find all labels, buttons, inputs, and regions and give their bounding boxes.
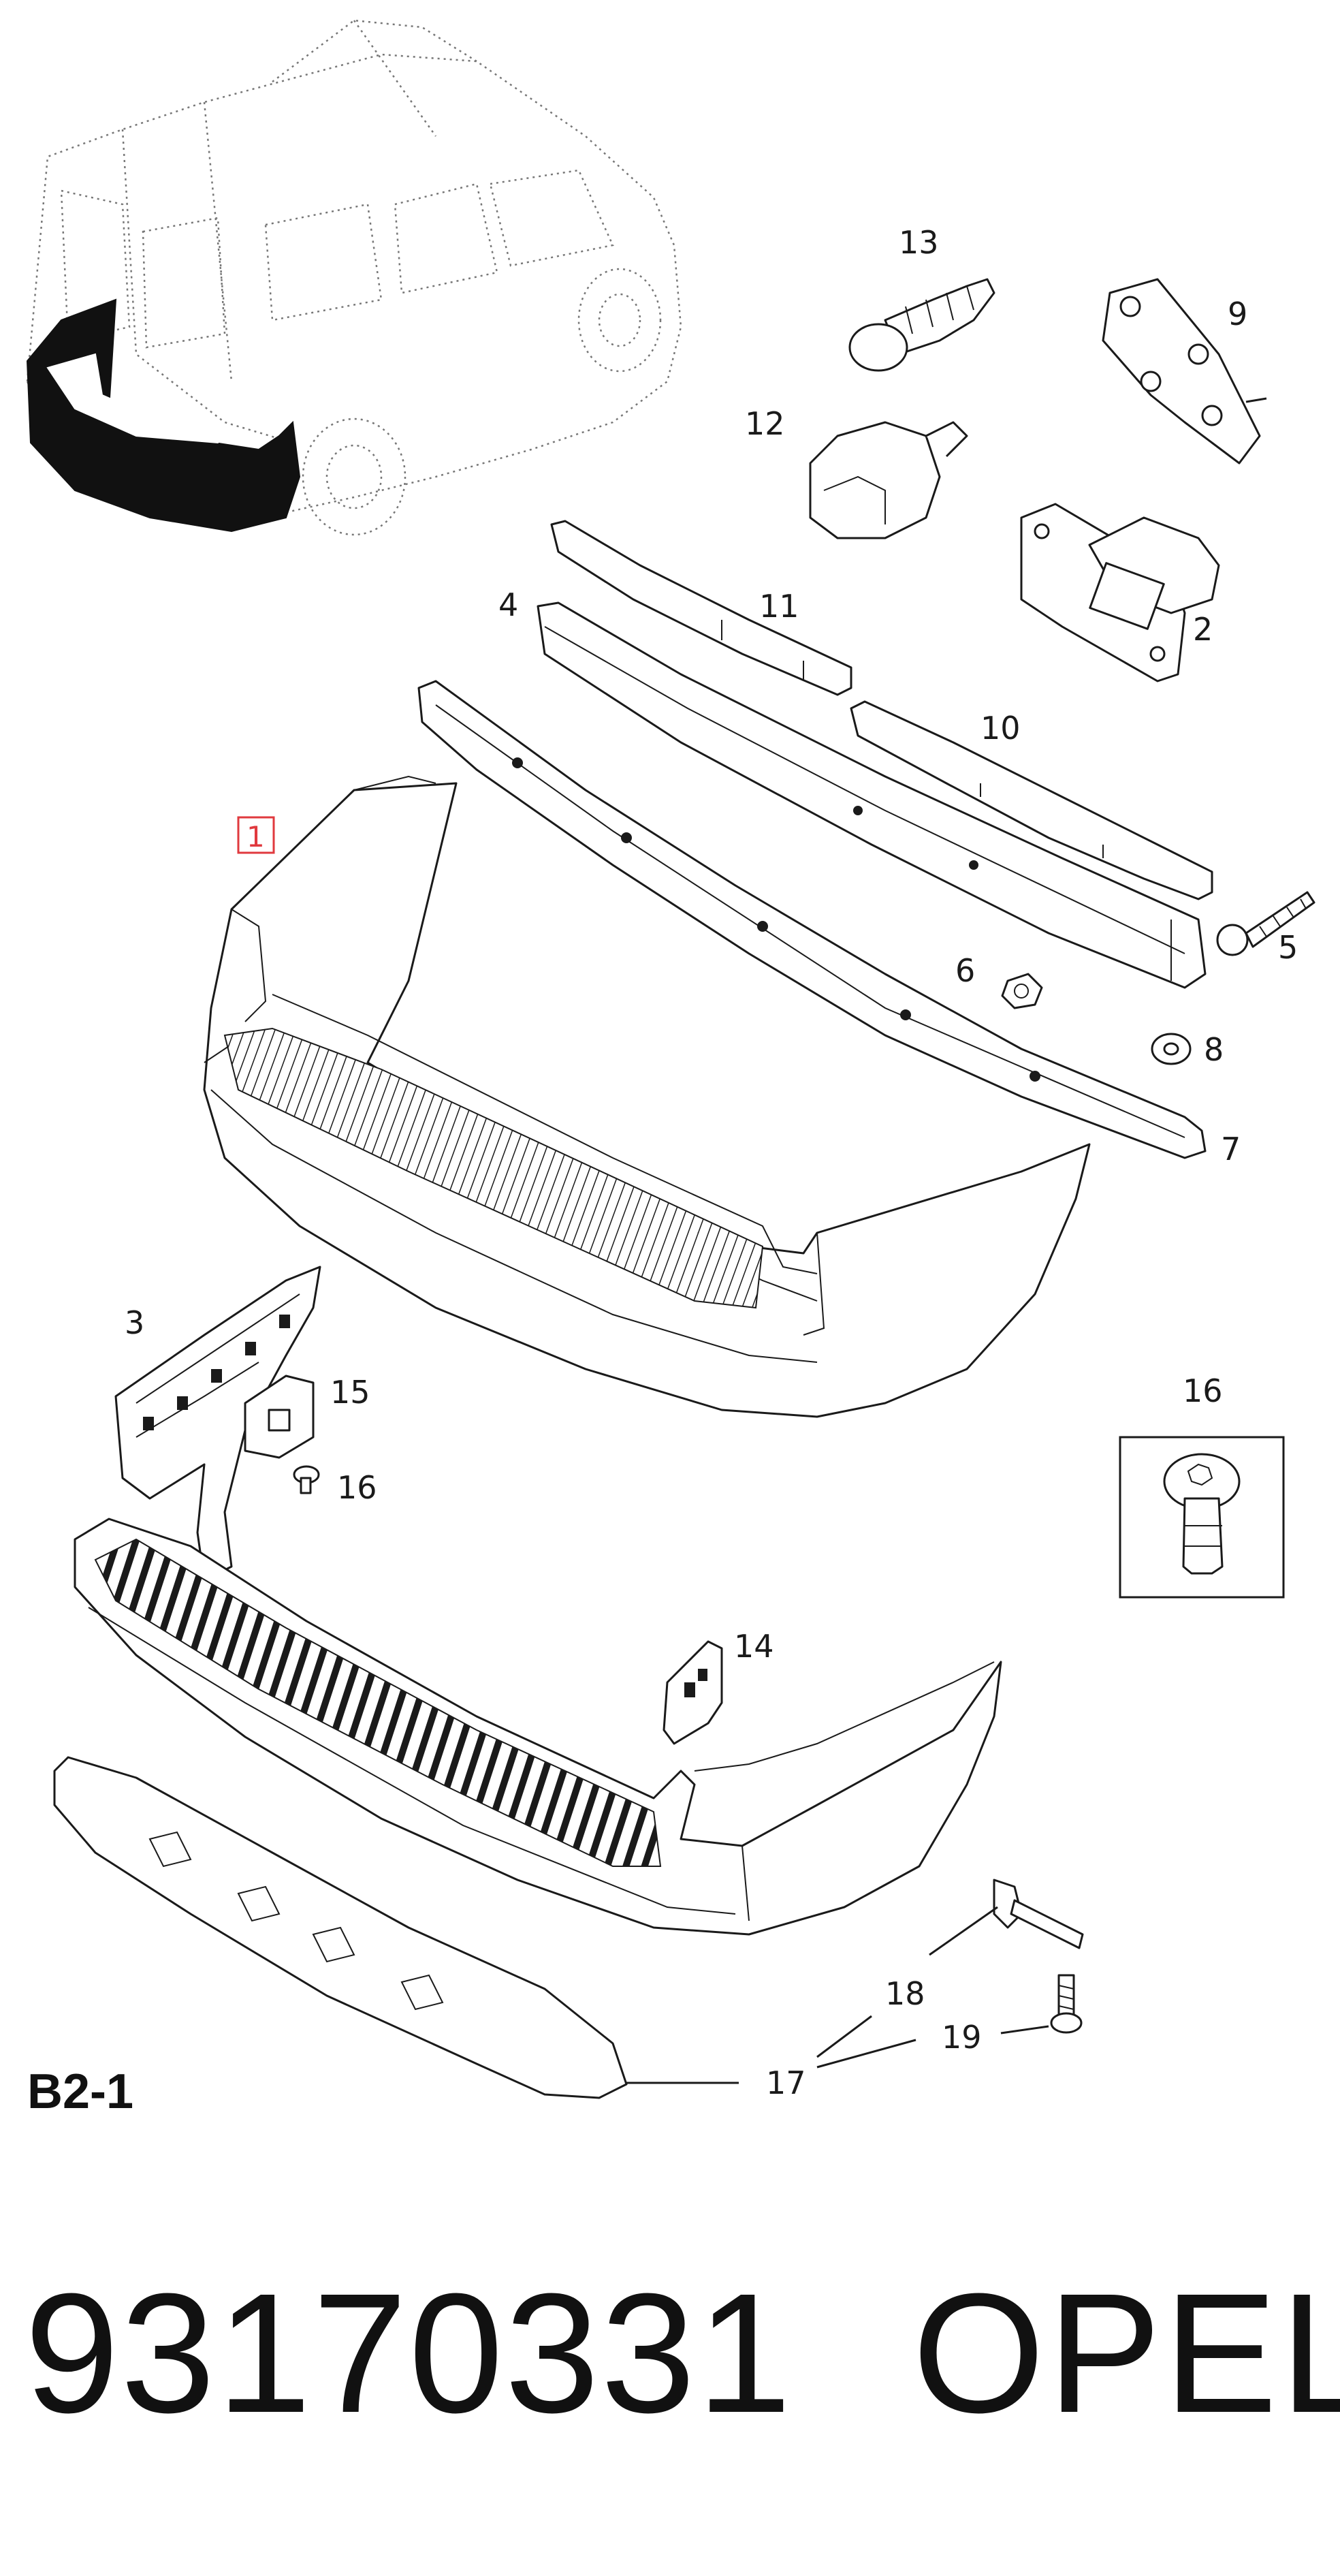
washer-part-8 [1151,1033,1192,1065]
guide-part-14 [663,1640,723,1745]
callout-11: 11 [759,588,799,625]
bumper-lower-assembly [74,1518,1002,1936]
side-bracket-part-3 [114,1266,321,1582]
callout-12: 12 [745,405,785,442]
callout-14: 14 [734,1628,774,1665]
callout-6: 6 [955,952,975,989]
screw-detail-box [1119,1436,1285,1599]
absorber-part-11 [550,520,852,696]
callout-13: 13 [899,224,939,261]
sheet-label: B2-1 [27,2064,134,2119]
rivet-part-18 [993,1879,1084,1949]
hitch-mount-part-2 [1020,503,1220,682]
callout-1-highlight [237,816,275,854]
callout-7: 7 [1221,1131,1241,1167]
bolt-part-5 [1216,891,1315,956]
brand-name: OPEL [912,2258,1340,2448]
leader-lines [626,1906,1049,2084]
lower-trim-part-17 [53,1756,628,2099]
callout-5: 5 [1278,929,1298,966]
callout-18: 18 [885,1975,925,2012]
spacer-part-15 [244,1375,315,1459]
reinforcement-part-4 [537,601,1207,989]
bracket-part-9 [1102,278,1267,465]
callout-9: 9 [1228,296,1247,332]
callout-16-small: 16 [337,1469,377,1506]
callout-19: 19 [942,2019,982,2056]
callout-10: 10 [980,710,1021,747]
callout-3: 3 [125,1304,144,1341]
callout-16-box: 16 [1183,1372,1223,1409]
screw-part-16-small [293,1465,320,1494]
guide-part-12 [809,421,968,539]
part-number: 93170331 [25,2258,793,2448]
nut-part-6 [1001,973,1043,1009]
clip-part-13 [848,278,995,372]
carrier-part-7 [417,680,1207,1159]
bumper-cover-part-1 [203,775,1091,1418]
callout-8: 8 [1204,1031,1224,1068]
callout-1: 1 [246,820,265,853]
callout-15: 15 [330,1374,370,1411]
callout-2: 2 [1193,611,1213,648]
vehicle-overview [26,19,682,536]
callout-4: 4 [498,586,518,623]
screw-part-19 [1050,1974,1083,2034]
callout-labels: 1 2 3 4 5 6 7 8 9 10 11 12 13 14 15 16 1… [125,224,1298,2101]
callout-17: 17 [766,2064,806,2101]
absorber-part-10 [850,700,1213,900]
